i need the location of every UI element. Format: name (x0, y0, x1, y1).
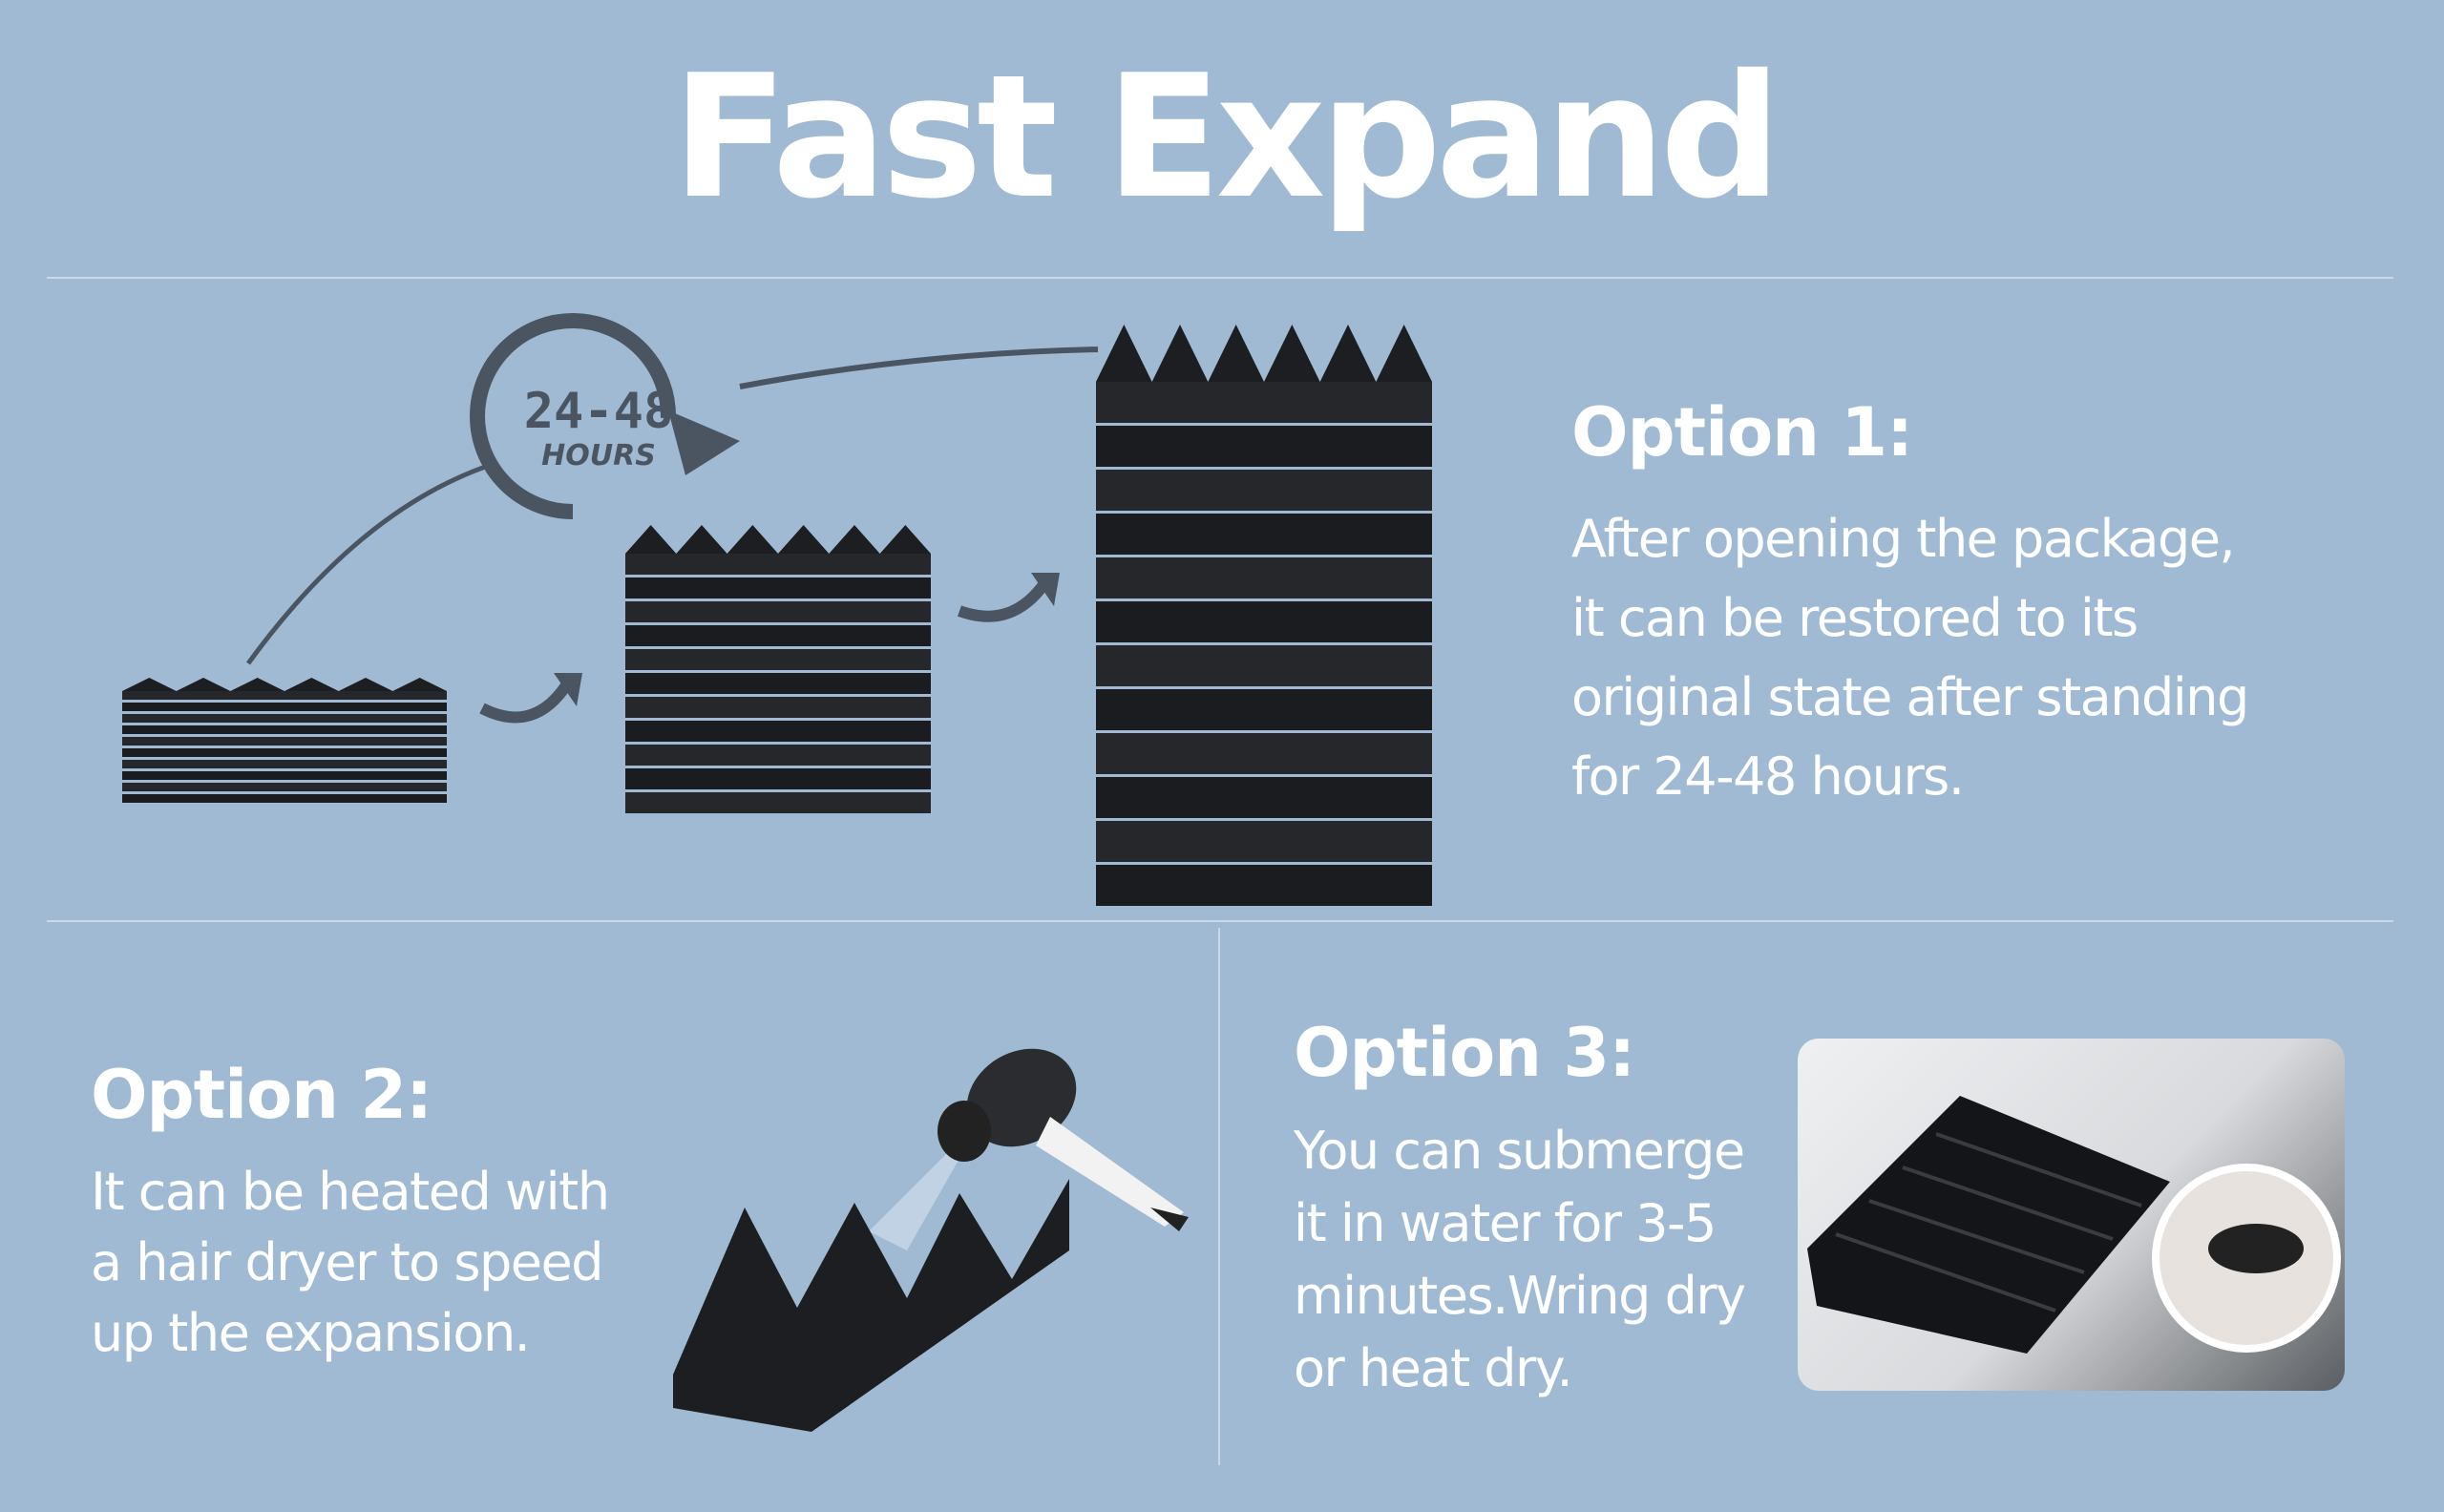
option3-line: or heat dry. (1294, 1338, 1573, 1398)
option1-line: After opening the package, (1571, 509, 2236, 569)
option3-line: it in water for 3-5 (1294, 1193, 1717, 1253)
hair-dryer-foam-illustration (673, 1048, 1189, 1432)
arrow-icon-2 (957, 578, 1050, 622)
foam-stack-expanded (1096, 325, 1432, 906)
option1-line: original state after standing (1571, 667, 2249, 727)
option3-heading: Option 3: (1294, 1014, 1635, 1092)
page-title: Fast Expand (671, 38, 1781, 236)
badge-unit: HOURS (541, 439, 656, 472)
option2-line: up the expansion. (91, 1303, 531, 1363)
option3-text: You can submerge it in water for 3-5 min… (1294, 1115, 1746, 1405)
hair-dryer-icon (938, 1048, 1189, 1231)
option2-line: a hair dryer to speed (91, 1232, 603, 1292)
option3-line: You can submerge (1294, 1121, 1745, 1181)
foam-stack-compressed (122, 678, 447, 803)
arrow-icon-1 (479, 679, 574, 724)
clock-arrow-icon (470, 313, 740, 519)
option1-line: for 24-48 hours. (1571, 746, 1965, 807)
badge-number: 24-48 (524, 383, 674, 440)
foam-stack-partial (625, 525, 931, 813)
divider-top (47, 277, 2393, 279)
arc-arrow-line (245, 460, 497, 665)
option1-line: it can be restored to its (1571, 588, 2138, 648)
option2-text: It can be heated with a hair dryer to sp… (91, 1157, 610, 1369)
option1-text: After opening the package, it can be res… (1571, 499, 2249, 816)
option3-line: minutes.Wring dry (1294, 1266, 1746, 1326)
option2-line: It can be heated with (91, 1162, 610, 1222)
arc-arrow-line-2 (739, 346, 1099, 389)
expansion-illustration: 24-48 HOURS (122, 313, 1432, 906)
water-soak-photo (1798, 1039, 2345, 1391)
divider-middle (47, 920, 2393, 922)
divider-vertical (1218, 928, 1220, 1465)
option1-heading: Option 1: (1571, 393, 1913, 472)
option2-heading: Option 2: (91, 1056, 432, 1134)
foam-panel-icon (673, 1179, 1069, 1432)
